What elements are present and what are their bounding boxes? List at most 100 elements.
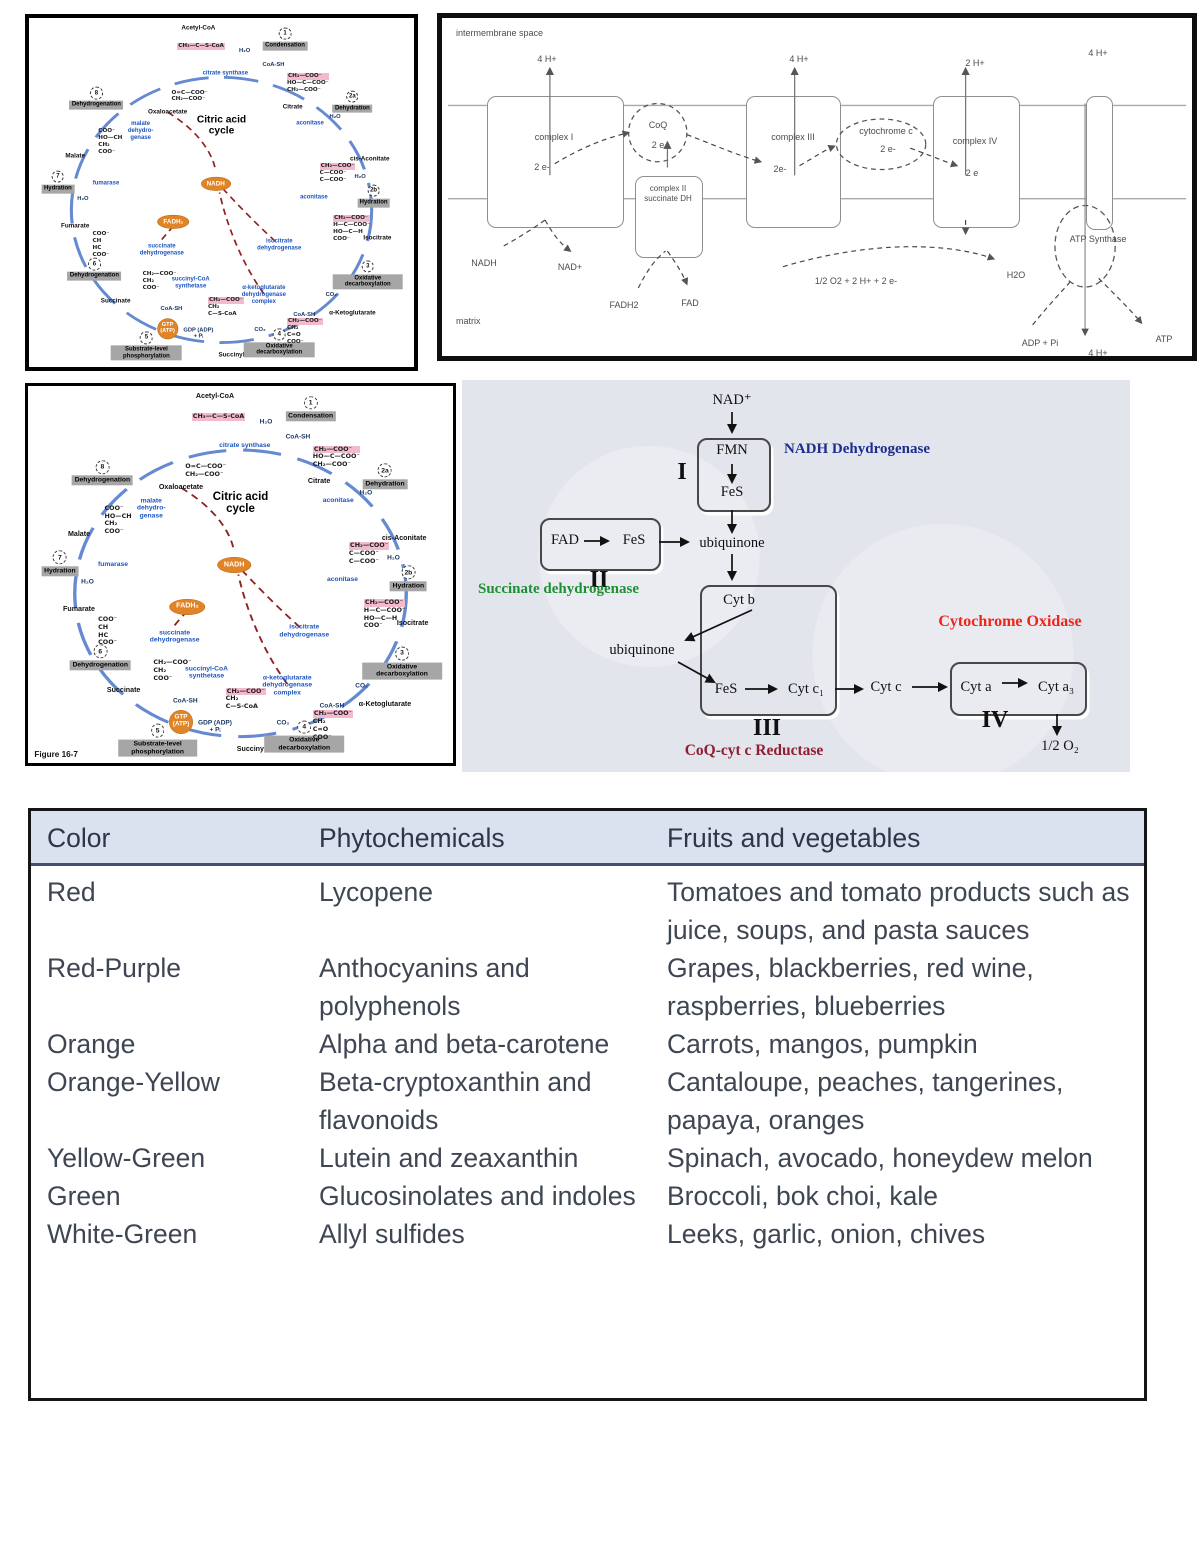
electron-label-complex-iii: 2e-	[773, 164, 787, 174]
enzyme-citrate-synthase: citrate synthase	[219, 442, 271, 450]
step-label: Hydration	[389, 581, 427, 591]
metabolite-isocitrate: Isocitrate	[363, 234, 392, 242]
structure-line: CH₂—COO⁻	[312, 445, 360, 454]
table-cell-color: Orange-Yellow	[47, 1067, 220, 1097]
structure-line: COO⁻	[286, 338, 304, 345]
complex-iii-box	[746, 96, 841, 228]
step-number: 4	[273, 327, 286, 341]
coq-label: CoQ	[648, 120, 668, 130]
succinate-dehydrogenase-title: Succinate dehydrogenase	[478, 581, 639, 597]
step-label: Dehydrogenation	[72, 475, 133, 486]
structure-line: C—COO⁻	[319, 169, 347, 176]
structure-line: CH₂—COO⁻	[286, 86, 321, 93]
structure-line: CH₂—COO⁻	[348, 541, 390, 551]
structure-line: COO⁻	[363, 621, 383, 630]
column-header-phytochemicals: Phytochemicals	[319, 823, 505, 853]
structure-line: CH₂—COO⁻	[286, 318, 323, 326]
small-coa-sh-1: CoA-SH	[262, 61, 285, 68]
structure-line: CH₂—COO⁻	[363, 598, 406, 607]
roman-numeral-ii: II	[589, 567, 609, 593]
metabolite-fumarate: Fumarate	[61, 222, 90, 230]
small-h2o-2a: H₂O	[359, 489, 373, 497]
adp-pi-label: ADP + Pi	[1021, 338, 1059, 348]
step-number: 6	[93, 644, 108, 659]
metabolite-acetyl-coa: Acetyl-CoA	[181, 24, 216, 32]
structure-line: COO⁻	[98, 614, 118, 623]
structure-line: CH₂	[286, 325, 299, 332]
enzyme-akg-dehydrogenase-complex: α-ketoglutarate dehydrogenase complex	[241, 285, 286, 305]
table-cell-fruits: Leeks, garlic, onion, chives	[667, 1219, 986, 1249]
metabolite-isocitrate: Isocitrate	[396, 618, 429, 627]
small-co2-4: CO₂	[254, 327, 266, 334]
structure-acetyl: CH₃—C—S-CoA	[191, 412, 246, 421]
structure-line: COO⁻	[153, 673, 173, 682]
metabolite-succinate: Succinate	[100, 297, 131, 305]
cyt-a3-label: Cyt a₃	[1037, 679, 1075, 695]
enzyme-isocitrate-dehydrogenase: isocitrate dehydrogenase	[257, 238, 302, 251]
table-cell-phyto: Anthocyanins and polyphenols	[319, 953, 530, 1021]
structure-line: H—C—COO⁻	[363, 605, 406, 614]
step-number: 2b	[367, 184, 380, 198]
small-co2-3: CO₂	[325, 292, 337, 299]
structure-line: HO—CH	[104, 511, 132, 520]
step-number: 8	[90, 86, 103, 100]
structure-line: CH₂—COO⁻	[225, 686, 266, 696]
table-header-row: Color Phytochemicals Fruits and vegetabl…	[31, 811, 1144, 866]
table-cell-color: Red-Purple	[47, 953, 182, 983]
table-cell-fruits: Broccoli, bok choi, kale	[667, 1181, 939, 1211]
roman-numeral-iv: IV	[981, 707, 1009, 733]
cofactor-nadh: NADH	[217, 557, 251, 573]
structure-line: CH	[92, 237, 102, 244]
step-number: 6	[88, 257, 101, 271]
step-number: 4	[297, 720, 312, 734]
step-number: 5	[140, 331, 153, 344]
table-cell-phyto: Beta-cryptoxanthin and flavonoids	[319, 1067, 592, 1135]
small-coa-sh-1: CoA-SH	[285, 433, 311, 441]
fes-label-complex-ii: FeS	[622, 532, 646, 548]
metabolite-succinyl-coa: Succinyl CoA	[218, 351, 260, 359]
enzyme-succinate-dehydrogenase: succinate dehydrogenase	[149, 629, 200, 644]
column-header-fruits-vegetables: Fruits and vegetables	[667, 823, 921, 853]
cytochrome-oxidase-title: Cytochrome Oxidase	[938, 613, 1082, 630]
cofactor-fadh2: FADH₂	[158, 215, 189, 229]
metabolite-alpha-ketoglutarate: α-Ketoglutarate	[329, 309, 376, 317]
structure-line: CH₂	[312, 717, 326, 725]
structure-line: CH₂	[225, 694, 239, 703]
small-coa-sh-4: CoA-SH	[293, 311, 316, 318]
structure-line: COO⁻	[333, 235, 350, 242]
cyt-b-label: Cyt b	[723, 592, 755, 608]
metabolite-alpha-ketoglutarate: α-Ketoglutarate	[358, 699, 412, 708]
complex-iii-label: complex III	[771, 132, 815, 142]
table-cell-phyto: Alpha and beta-carotene	[319, 1029, 610, 1059]
structure-oxaloacetate: O=C—COO⁻CH₂—COO⁻	[171, 90, 207, 104]
cytochrome-c-label: cytochrome c	[859, 126, 913, 136]
step-label: Condensation	[285, 411, 336, 422]
structure-line: CH₂—COO⁻	[171, 96, 206, 103]
enzyme-aconitase-upper: aconitase	[296, 121, 324, 128]
structure-line: HC	[98, 630, 109, 639]
complex-iv-flow-box	[950, 662, 1087, 716]
structure-line: O=C—COO⁻	[185, 462, 226, 471]
nadh-label: NADH	[471, 258, 497, 268]
phytochemicals-table: Color Phytochemicals Fruits and vegetabl…	[28, 808, 1147, 1401]
structure-citrate: CH₂—COO⁻HO—C—COO⁻CH₂—COO⁻	[312, 445, 360, 469]
structure-line: CH₂—COO⁻	[286, 73, 329, 81]
step-number: 1	[278, 27, 292, 41]
atp-synthase-label: ATP Synthase	[1069, 234, 1127, 244]
